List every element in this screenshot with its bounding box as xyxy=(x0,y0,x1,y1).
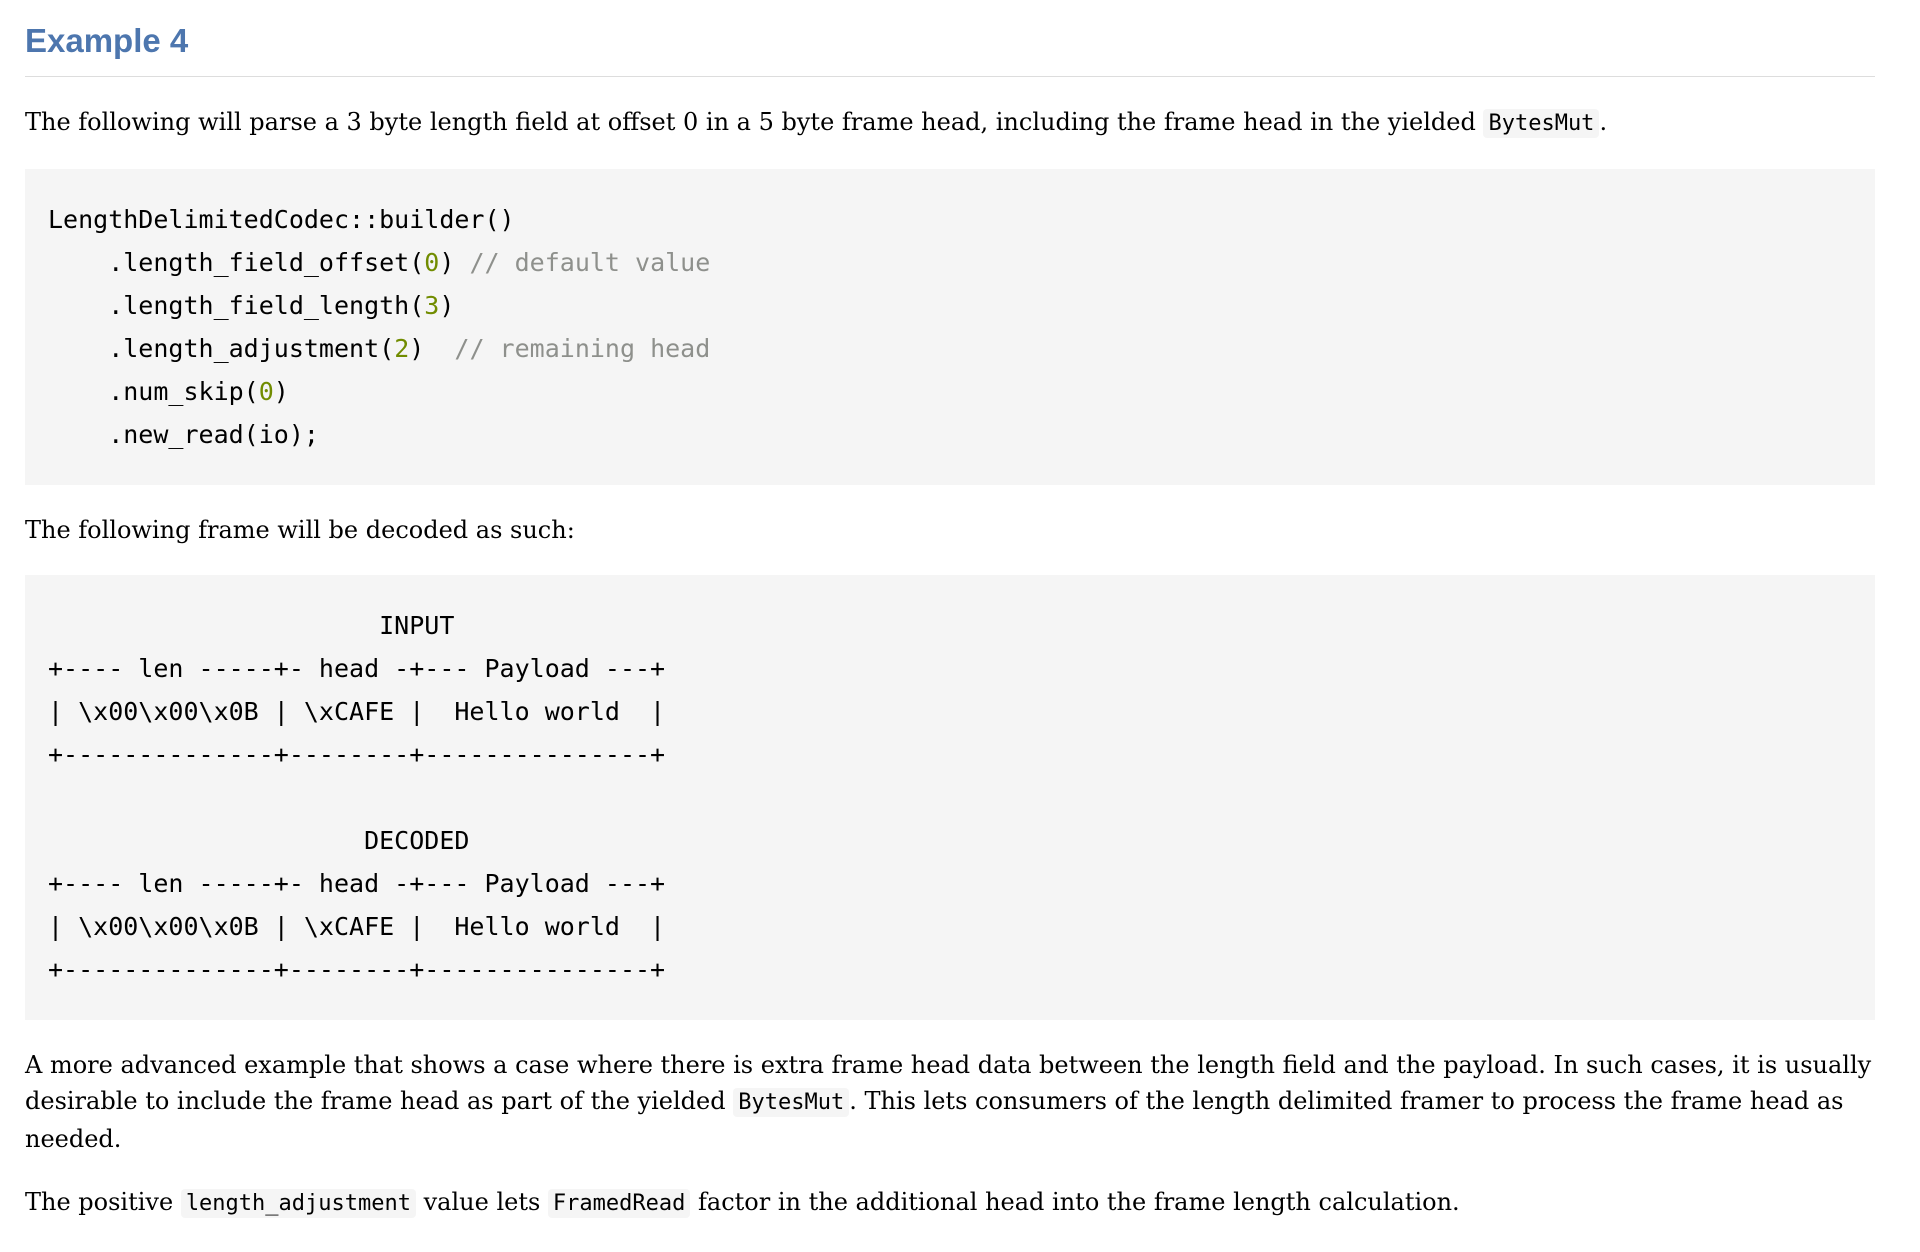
inline-code: length_adjustment xyxy=(180,1189,416,1218)
plain-segment: +---- len -----+- head -+--- Payload ---… xyxy=(48,654,666,683)
plain-segment: DECODED xyxy=(48,826,470,855)
plain-segment: .length_adjustment( xyxy=(48,334,395,363)
text-segment: . xyxy=(1599,108,1608,136)
comment-segment: // remaining head xyxy=(454,334,711,363)
number-segment: 0 xyxy=(258,377,274,406)
number-segment: 3 xyxy=(424,291,440,320)
intro-paragraph: The following will parse a 3 byte length… xyxy=(25,104,1875,142)
plain-segment: .length_field_offset( xyxy=(48,248,425,277)
plain-segment: .new_read(io); xyxy=(48,420,319,449)
plain-segment: .length_field_length( xyxy=(48,291,425,320)
plain-segment: +--------------+--------+---------------… xyxy=(48,740,666,769)
builder-code: LengthDelimitedCodec::builder() .length_… xyxy=(48,205,710,449)
plain-segment: +--------------+--------+---------------… xyxy=(48,955,666,984)
plain-segment: .num_skip( xyxy=(48,377,259,406)
frame-diagram-code: INPUT +---- len -----+- head -+--- Paylo… xyxy=(48,611,665,984)
inline-code: FramedRead xyxy=(547,1189,691,1218)
plain-segment: ) xyxy=(439,291,455,320)
plain-segment: LengthDelimitedCodec::builder() xyxy=(48,205,515,234)
number-segment: 2 xyxy=(394,334,410,363)
text-segment: factor in the additional head into the f… xyxy=(690,1188,1460,1216)
decode-caption: The following frame will be decoded as s… xyxy=(25,516,575,544)
section-heading-example-4: Example 4 xyxy=(25,18,1875,77)
plain-segment: ) xyxy=(439,248,470,277)
inline-code: BytesMut xyxy=(733,1088,850,1117)
plain-segment: INPUT xyxy=(48,611,455,640)
plain-segment: | \x00\x00\x0B | \xCAFE | Hello world | xyxy=(48,697,666,726)
text-segment: value lets xyxy=(415,1188,548,1216)
text-segment: The following will parse a 3 byte length… xyxy=(25,108,1484,136)
number-segment: 0 xyxy=(424,248,440,277)
plain-segment: ) xyxy=(409,334,455,363)
plain-segment: | \x00\x00\x0B | \xCAFE | Hello world | xyxy=(48,912,666,941)
inline-code: BytesMut xyxy=(1483,109,1600,138)
plain-segment: +---- len -----+- head -+--- Payload ---… xyxy=(48,869,666,898)
length-adjustment-paragraph: The positive length_adjustment value let… xyxy=(25,1184,1875,1222)
text-segment: The positive xyxy=(25,1188,181,1216)
frame-diagram-block: INPUT +---- len -----+- head -+--- Paylo… xyxy=(25,575,1875,1020)
builder-code-block: LengthDelimitedCodec::builder() .length_… xyxy=(25,169,1875,485)
comment-segment: // default value xyxy=(469,248,711,277)
plain-segment: ) xyxy=(273,377,289,406)
advanced-example-paragraph: A more advanced example that shows a cas… xyxy=(25,1047,1875,1157)
text-segment: A more advanced example that shows a cas… xyxy=(25,1051,1872,1115)
text-segment: . This lets consumers of the length deli… xyxy=(25,1087,1844,1153)
